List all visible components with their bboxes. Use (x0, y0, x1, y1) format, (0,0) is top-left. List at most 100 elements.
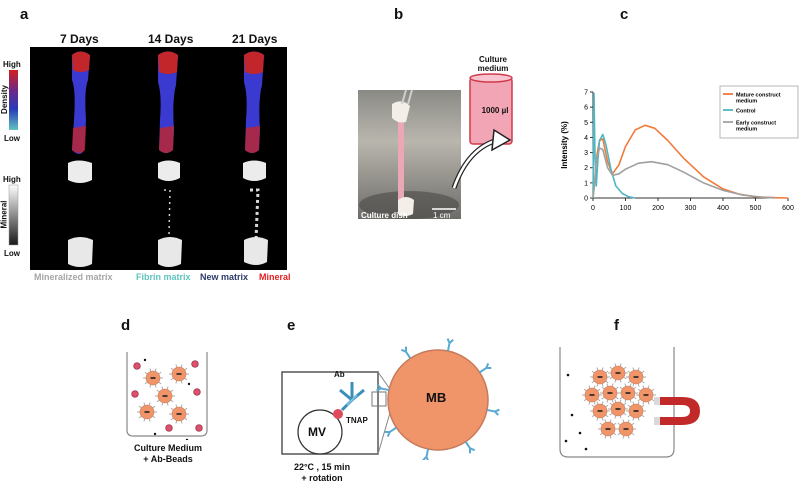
legend-entry: Control (736, 109, 756, 115)
y-tick-label: 7 (584, 90, 588, 97)
mb-antibodies (376, 338, 500, 460)
density-title: Density (0, 85, 9, 114)
ab-bead (143, 368, 163, 388)
ab-bead (137, 402, 157, 422)
caption-d-line2: + Ab-Beads (143, 454, 193, 464)
ab-bead (169, 364, 189, 384)
x-tick-label: 0 (591, 205, 595, 212)
mb-label: MB (426, 390, 447, 405)
small-particle (564, 439, 568, 443)
small-particle (570, 413, 574, 417)
panel-d-label: d (121, 317, 131, 334)
small-particle (153, 432, 157, 436)
panel-f-label: f (614, 317, 619, 334)
mv-particle (131, 390, 139, 398)
antibody (486, 408, 500, 416)
panel-a-label: a (20, 6, 29, 23)
tnap-dot (333, 409, 343, 419)
day-7-title: 7 Days (60, 32, 99, 46)
mv-label: MV (308, 425, 326, 439)
day-21-title: 21 Days (232, 32, 278, 46)
y-tick-label: 1 (584, 180, 588, 187)
magnetic-bead (387, 349, 489, 451)
small-particle (566, 373, 570, 377)
antibody (422, 448, 430, 460)
legend-mineral: Mineral (259, 272, 291, 282)
antibody (446, 338, 454, 352)
mineral-high: High (3, 175, 21, 184)
y-tick-label: 0 (584, 196, 588, 203)
particle-size-chart: 010020030040050060001234567Particle size… (560, 85, 799, 212)
y-axis-label: Intensity (%) (560, 121, 569, 169)
antibody (479, 362, 492, 374)
y-tick-label: 6 (584, 105, 588, 112)
series-line (592, 92, 636, 199)
x-tick-label: 200 (652, 205, 664, 212)
legend-new-matrix: New matrix (200, 272, 249, 282)
ab-bead (169, 404, 189, 424)
mv-particle (193, 388, 201, 396)
panel-c-label: c (620, 6, 629, 23)
microct-panel (30, 47, 287, 270)
tnap-label: TNAP (346, 416, 368, 425)
magnet-icon (654, 397, 700, 425)
legend-fibrin-matrix: Fibrin matrix (136, 272, 191, 282)
antibody (464, 441, 476, 454)
caption-d-line1: Culture Medium (133, 443, 202, 453)
day-14-title: 14 Days (148, 32, 194, 46)
ab-bead (590, 401, 610, 421)
volume-label: 1000 µl (481, 106, 509, 115)
y-tick-label: 2 (584, 165, 588, 172)
mv-particle (191, 360, 199, 368)
ab-bead (636, 385, 656, 405)
y-tick-label: 5 (584, 120, 588, 127)
x-tick-label: 400 (717, 205, 729, 212)
x-tick-label: 300 (685, 205, 697, 212)
microct-specimens (8, 51, 268, 267)
y-tick-label: 3 (584, 150, 588, 157)
beaker-f (559, 347, 700, 458)
x-tick-label: 600 (782, 205, 794, 212)
collected-beads (564, 363, 656, 451)
mv-vesicle (297, 409, 343, 455)
x-tick-label: 500 (750, 205, 762, 212)
series-line (592, 147, 776, 199)
antibody (384, 426, 397, 438)
ab-beads-d (131, 358, 203, 440)
antibody (376, 384, 390, 392)
ab-bead (582, 385, 602, 405)
construct-illustration (359, 90, 459, 219)
small-particle (187, 382, 191, 386)
caption-e: 22°C , 15 min + rotation (282, 462, 362, 484)
mv-particle (165, 424, 173, 432)
density-low: Low (4, 134, 20, 143)
scale-bar-label: 1 cm (433, 211, 451, 220)
ab-bead (590, 367, 610, 387)
x-tick-label: 100 (620, 205, 632, 212)
small-particle (143, 358, 147, 362)
caption-e-line2: + rotation (301, 473, 343, 483)
ab-bead (598, 419, 618, 439)
medium-container (451, 73, 513, 189)
density-high: High (3, 60, 21, 69)
caption-e-line1: 22°C , 15 min (293, 462, 351, 472)
binding-schematic (281, 338, 500, 460)
mv-particle (195, 424, 203, 432)
culture-photo (358, 90, 461, 219)
ab-bead (618, 383, 638, 403)
ab-bead (155, 386, 175, 406)
legend-mineralized-matrix: Mineralized matrix (34, 272, 113, 282)
ab-bead (608, 399, 628, 419)
specimen-14-days (158, 51, 182, 267)
specimen-7-days (68, 51, 93, 267)
ab-bead (616, 419, 636, 439)
density-scale-bar (9, 70, 18, 130)
mv-particle (133, 362, 141, 370)
mineral-title: Mineral (0, 200, 9, 229)
panel-b-label: b (394, 6, 404, 23)
panel-e-label: e (287, 317, 296, 334)
y-tick-label: 4 (584, 135, 588, 142)
